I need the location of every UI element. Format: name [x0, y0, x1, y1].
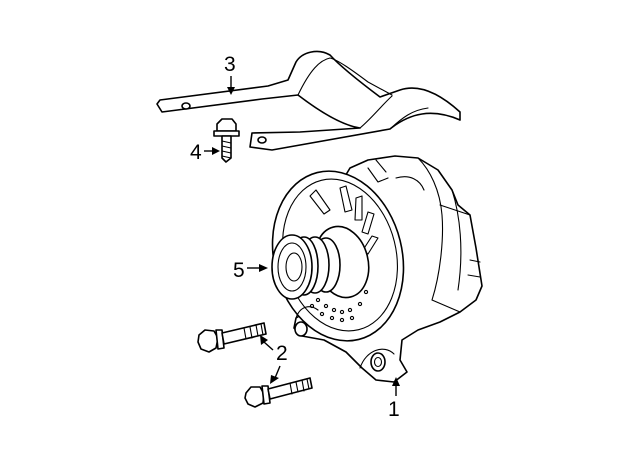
callout-label-4: 4: [190, 141, 202, 164]
callout-5: 5: [233, 259, 268, 282]
callout-label-5: 5: [233, 259, 245, 282]
callout-label-1: 1: [388, 398, 400, 421]
part-5-pulley: [271, 234, 341, 300]
callout-4: 4: [190, 141, 220, 164]
callout-1: 1: [388, 377, 400, 421]
part-2-bolt-upper: [197, 322, 267, 353]
callout-label-3: 3: [224, 53, 236, 76]
callout-3: 3: [224, 53, 236, 95]
callout-2: 2: [260, 335, 288, 384]
part-3-bracket: [156, 50, 461, 151]
callout-label-2: 2: [276, 342, 288, 365]
part-2-bolt-lower: [244, 377, 313, 408]
part-4-bolt: [213, 118, 240, 163]
